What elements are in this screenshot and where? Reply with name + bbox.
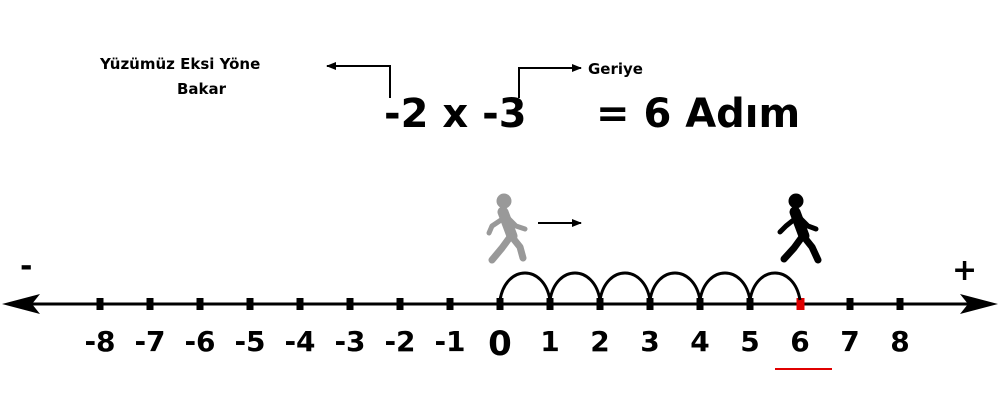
tick--8 (96, 298, 104, 310)
jump-arc-4 (648, 271, 702, 301)
tick-label-5: 5 (740, 325, 759, 358)
left-arrow-head (2, 294, 40, 314)
tick-0 (496, 298, 504, 310)
tick-8 (896, 298, 904, 310)
end-walker-icon (777, 193, 822, 264)
equation-left: -2 x -3 (384, 91, 527, 137)
tick-label-1: 1 (540, 325, 559, 358)
tick-4 (696, 298, 704, 310)
tick-label--1: -1 (434, 325, 465, 358)
negative-sign: - (20, 249, 32, 284)
tick-label-4: 4 (690, 325, 709, 358)
tick-1 (546, 298, 554, 310)
tick-label--8: -8 (84, 325, 115, 358)
jump-arcs (498, 271, 802, 301)
face-negative-annotation-line1: Yüzümüz Eksi Yöne (99, 55, 260, 73)
tick-label--2: -2 (384, 325, 415, 358)
tick--4 (296, 298, 304, 310)
tick--6 (196, 298, 204, 310)
tick-5 (746, 298, 754, 310)
tick-label-3: 3 (640, 325, 659, 358)
backward-pointer-arrow (518, 64, 582, 98)
tick-label--6: -6 (184, 325, 215, 358)
tick-7 (846, 298, 854, 310)
tick-label-7: 7 (840, 325, 859, 358)
tick--5 (246, 298, 254, 310)
tick-marks (96, 298, 904, 310)
start-walker-icon (486, 193, 528, 264)
tick--3 (346, 298, 354, 310)
equation-right: = 6 Adım (596, 91, 800, 137)
right-arrow-head (960, 294, 998, 314)
positive-sign: + (952, 253, 977, 288)
face-negative-pointer-arrow (326, 62, 391, 98)
tick--7 (146, 298, 154, 310)
tick-label-0: 0 (488, 324, 512, 364)
tick--1 (446, 298, 454, 310)
tick-label-2: 2 (590, 325, 609, 358)
jump-arc-1 (498, 271, 552, 301)
tick-2 (596, 298, 604, 310)
tick--2 (396, 298, 404, 310)
tick-label--3: -3 (334, 325, 365, 358)
jump-arc-6 (748, 271, 802, 301)
backward-annotation: Geriye (588, 60, 643, 78)
tick-6 (796, 298, 805, 310)
tick-label-8: 8 (890, 325, 909, 358)
jump-arc-3 (598, 271, 652, 301)
tick-label--5: -5 (234, 325, 265, 358)
jump-arc-2 (548, 271, 602, 301)
jump-arc-5 (698, 271, 752, 301)
tick-label-6: 6 (790, 325, 809, 358)
tick-label--4: -4 (284, 325, 315, 358)
tick-3 (646, 298, 654, 310)
tick-label--7: -7 (134, 325, 165, 358)
face-negative-annotation-line2: Bakar (177, 80, 227, 98)
